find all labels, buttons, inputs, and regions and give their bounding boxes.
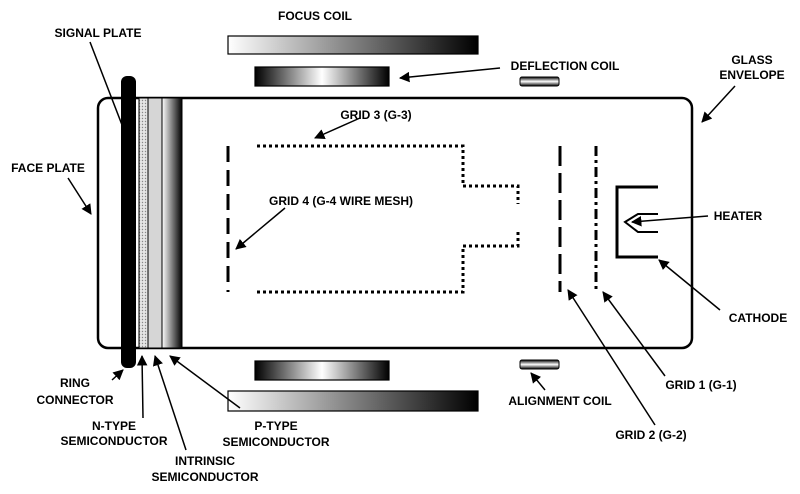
leader-arrows (67, 41, 736, 451)
deflection-coil-top (254, 66, 390, 87)
label-p-type-1: P-TYPE (254, 419, 297, 433)
p-type-layer (161, 97, 183, 349)
arrow-glass-envelope (701, 85, 736, 123)
label-n-type-1: N-TYPE (92, 419, 136, 433)
focus-coil-top (227, 35, 479, 55)
arrow-n-type (136, 354, 148, 419)
arrow-heater (630, 215, 709, 227)
cathode (615, 185, 658, 259)
label-grid3: GRID 3 (G-3) (340, 108, 411, 122)
arrow-face-plate (67, 177, 92, 215)
arrow-grid2 (567, 289, 656, 426)
label-n-type-2: SEMICONDUCTOR (60, 434, 167, 448)
arrow-grid3 (314, 117, 361, 139)
arrow-intrinsic (152, 355, 187, 451)
label-focus-coil: FOCUS COIL (278, 9, 352, 23)
label-ring-connector-1: RING (60, 376, 90, 390)
label-alignment-coil: ALIGNMENT COIL (508, 394, 611, 408)
arrow-p-type (169, 355, 241, 409)
alignment-coil-top (519, 76, 560, 87)
label-grid2: GRID 2 (G-2) (615, 428, 686, 442)
heater (623, 213, 658, 233)
arrow-cathode (658, 259, 721, 311)
label-glass-envelope-1: GLASS (731, 53, 772, 67)
ring-connector-bar (121, 76, 136, 368)
label-signal-plate: SIGNAL PLATE (55, 26, 142, 40)
label-grid4: GRID 4 (G-4 WIRE MESH) (269, 194, 413, 208)
n-type-layer (138, 97, 149, 349)
deflection-coil-bottom (254, 360, 390, 381)
label-deflection-coil: DEFLECTION COIL (511, 59, 620, 73)
arrow-signal-plate (89, 41, 136, 157)
glass-envelope (96, 96, 694, 350)
intrinsic-layer (147, 97, 163, 349)
arrow-alignment-coil (530, 372, 546, 391)
grid3-outline (257, 144, 520, 294)
label-p-type-2: SEMICONDUCTOR (222, 435, 329, 449)
focus-coil-bottom (227, 390, 479, 412)
label-intrinsic-1: INTRINSIC (175, 454, 235, 468)
label-glass-envelope-2: ENVELOPE (719, 68, 784, 82)
label-cathode: CATHODE (729, 311, 787, 325)
label-heater: HEATER (714, 209, 763, 223)
label-ring-connector-2: CONNECTOR (36, 393, 113, 407)
arrow-grid4 (235, 207, 286, 250)
arrow-deflection-coil (398, 67, 501, 83)
label-face-plate: FACE PLATE (11, 161, 85, 175)
arrow-ring-connector (111, 369, 124, 381)
label-grid1: GRID 1 (G-1) (665, 378, 736, 392)
arrow-grid1 (602, 291, 666, 377)
label-intrinsic-2: SEMICONDUCTOR (151, 470, 258, 484)
alignment-coil-bottom (519, 359, 560, 370)
